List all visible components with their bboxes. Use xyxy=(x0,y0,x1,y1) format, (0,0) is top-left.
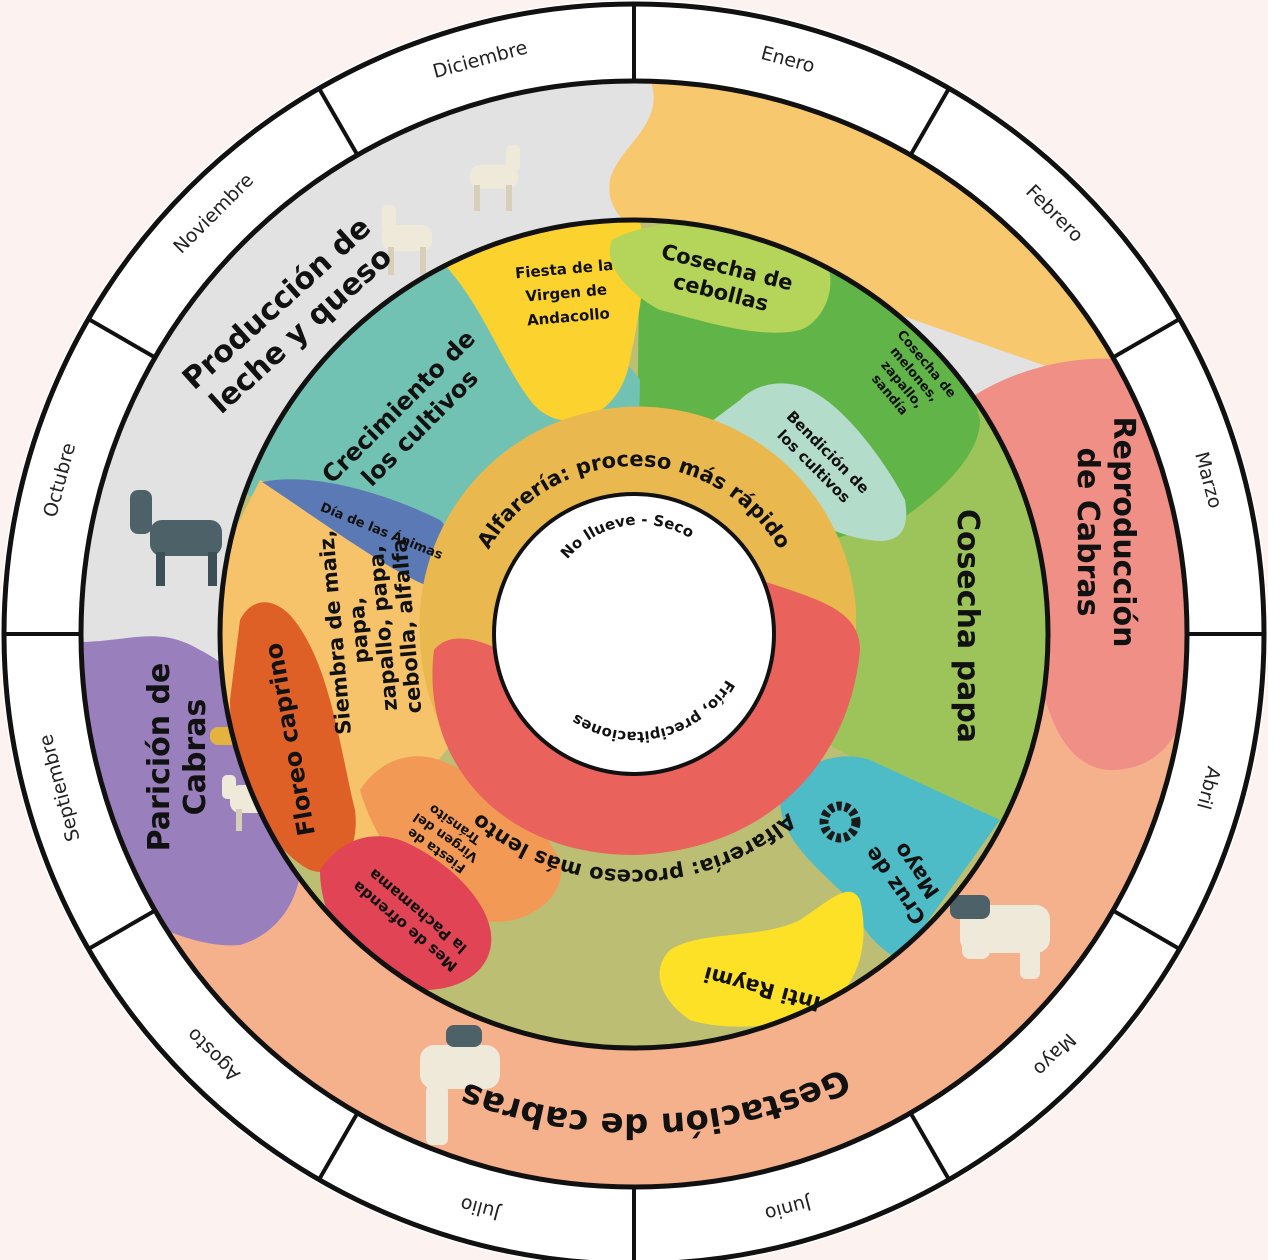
svg-text:papa,: papa, xyxy=(344,596,374,664)
svg-text:Parición de: Parición de xyxy=(142,663,177,852)
goat-icon xyxy=(382,205,432,275)
month-divider xyxy=(908,1111,952,1183)
reproduccion-label: Reproducción de Cabras xyxy=(1070,417,1141,648)
goat-icon xyxy=(950,895,1050,979)
gear-icon xyxy=(819,801,861,843)
month-divider xyxy=(316,1111,360,1183)
month-divider xyxy=(316,85,360,157)
month-divider xyxy=(1111,316,1183,360)
fiesta-andacollo-label: Fiesta de la Virgen de Andacollo xyxy=(514,256,614,330)
cosecha-papa-label: Cosecha papa xyxy=(950,509,985,743)
month-divider xyxy=(1111,908,1183,952)
svg-text:de Cabras: de Cabras xyxy=(1070,448,1105,617)
month-divider xyxy=(85,908,157,952)
svg-text:Reproducción: Reproducción xyxy=(1106,417,1141,648)
center-circle xyxy=(492,492,776,776)
month-divider xyxy=(85,316,157,360)
paricion-label: Parición de Cabras xyxy=(142,663,213,852)
svg-text:Cabras: Cabras xyxy=(178,699,213,816)
goat-icon xyxy=(130,490,222,586)
month-divider xyxy=(908,85,952,157)
goat-icon xyxy=(470,145,520,211)
svg-text:Cosecha papa: Cosecha papa xyxy=(950,509,985,743)
reproduccion-zone xyxy=(975,358,1187,770)
goat-icon xyxy=(420,1025,500,1145)
